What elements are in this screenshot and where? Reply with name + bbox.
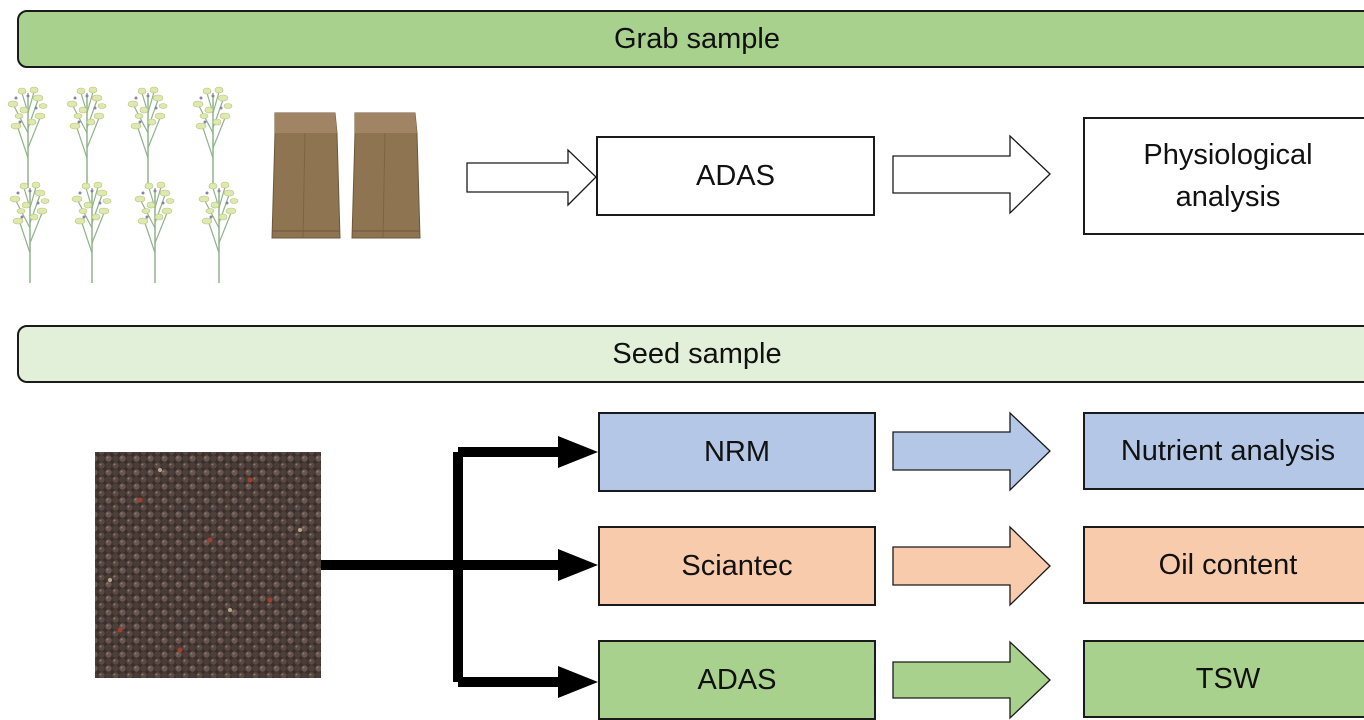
- physiological-analysis-box: Physiological analysis: [1083, 117, 1364, 235]
- oil-content-box: Oil content: [1083, 526, 1364, 604]
- block-arrow-to-adas: [466, 148, 597, 207]
- nrm-label: NRM: [703, 435, 771, 468]
- arrowhead-to-nrm: [558, 436, 598, 468]
- adas-label-grab: ADAS: [696, 159, 775, 192]
- arrowhead-to-sciantec: [558, 549, 598, 581]
- grab-sample-banner: Grab sample: [17, 10, 1364, 68]
- rapeseed-seeds-image: [95, 452, 321, 678]
- seed-sample-banner: Seed sample: [17, 325, 1364, 383]
- paper-bags-icon: [271, 112, 421, 239]
- tsw-label: TSW: [1195, 662, 1261, 695]
- arrowhead-to-adas-seed: [558, 666, 598, 698]
- adas-label-seed: ADAS: [697, 663, 777, 696]
- oil-content-label: Oil content: [1158, 548, 1298, 581]
- grab-sample-title: Grab sample: [613, 22, 780, 55]
- block-arrow-sciantec-to-oil: [892, 525, 1051, 607]
- adas-box-seed: ADAS: [598, 640, 876, 720]
- nutrient-analysis-label: Nutrient analysis: [1120, 434, 1336, 467]
- tsw-box: TSW: [1083, 640, 1364, 718]
- seed-sample-title: Seed sample: [612, 337, 782, 370]
- block-arrow-adas-to-tsw: [892, 640, 1051, 720]
- adas-box-grab: ADAS: [596, 136, 875, 216]
- sciantec-label: Sciantec: [681, 549, 793, 582]
- nutrient-analysis-box: Nutrient analysis: [1083, 412, 1364, 490]
- oilseed-rape-plants-icon: [7, 86, 239, 284]
- sciantec-box: Sciantec: [598, 526, 876, 606]
- block-arrow-nrm-to-nutrient: [892, 411, 1051, 492]
- physiological-analysis-label: Physiological analysis: [1143, 138, 1313, 213]
- nrm-box: NRM: [598, 412, 876, 492]
- block-arrow-to-physiological: [892, 134, 1051, 215]
- branch-connector: [321, 436, 598, 698]
